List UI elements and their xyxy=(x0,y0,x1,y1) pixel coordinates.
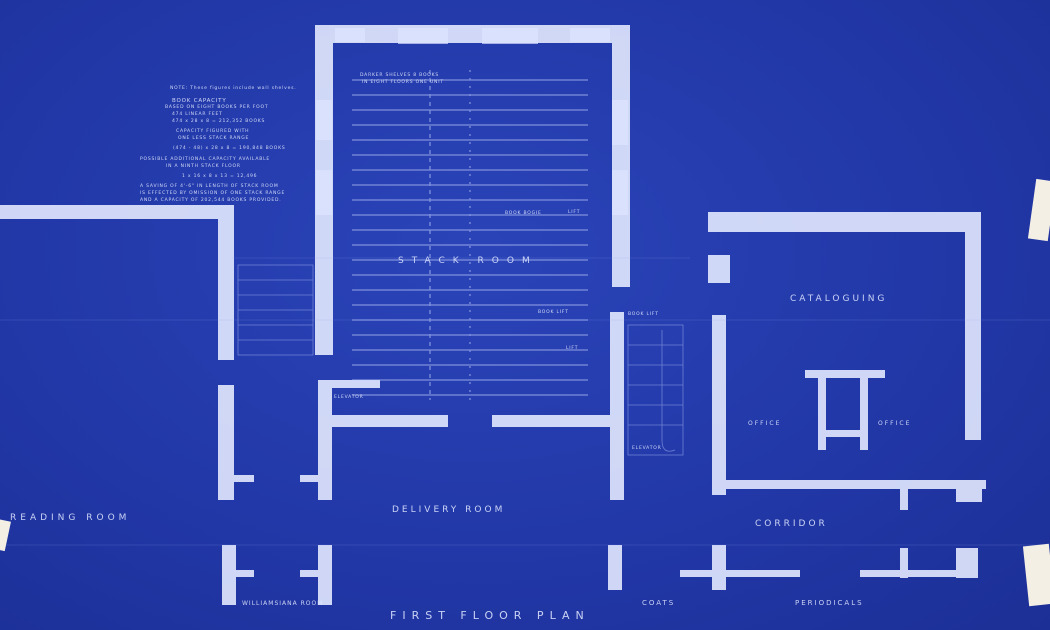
wall-coats-right xyxy=(712,545,726,590)
wall-corridor-stub xyxy=(900,480,908,510)
saving-1: A SAVING OF 4'-6" IN LENGTH OF STACK ROO… xyxy=(140,184,279,189)
wall-periodicals-right xyxy=(956,548,978,578)
wall-stub-b xyxy=(300,475,322,482)
wall-williamsiana-right xyxy=(318,545,332,605)
possible-1: POSSIBLE ADDITIONAL CAPACITY AVAILABLE xyxy=(140,157,271,162)
elevator-label-2: ELEVATOR xyxy=(632,446,662,451)
wall-coats-left xyxy=(608,545,622,590)
wall-stair-left xyxy=(610,312,624,500)
saving-2: IS EFFECTED BY OMISSION OF ONE STACK RAN… xyxy=(140,191,286,196)
wall-elevator-box xyxy=(318,380,380,388)
lift-label: LIFT xyxy=(568,210,581,215)
capacity-heading: BOOK CAPACITY xyxy=(172,98,227,104)
stack-shelves xyxy=(352,70,588,400)
wall-office-top xyxy=(805,370,885,378)
capacity-less: ONE LESS STACK RANGE xyxy=(178,136,250,141)
wall-cataloguing-top xyxy=(708,212,980,232)
calc-3: 1 x 16 x 8 x 13 = 12,496 xyxy=(182,174,258,179)
wall-delivery-top-left xyxy=(318,415,448,427)
room-coats: COATS xyxy=(642,599,676,607)
wall-corridor-end xyxy=(956,480,982,502)
stack-top-note-2: IN EIGHT FLOORS ONE UNIT xyxy=(362,80,444,85)
room-corridor: CORRIDOR xyxy=(755,519,828,529)
room-williamsiana: WILLIAMSIANA ROOM xyxy=(242,600,324,607)
room-cataloguing: CATALOGUING xyxy=(790,294,888,304)
wall-cataloguing-right xyxy=(965,212,981,440)
elevator-label: ELEVATOR xyxy=(334,395,364,400)
book-lift-label-2: BOOK LIFT xyxy=(628,312,659,317)
stairs xyxy=(237,264,684,456)
room-office-right: OFFICE xyxy=(878,420,912,427)
wall-cataloguing-left xyxy=(712,315,726,495)
possible-2: IN A NINTH STACK FLOOR xyxy=(166,164,241,169)
wall-delivery-inner-left xyxy=(318,380,332,500)
capacity-sub: BASED ON EIGHT BOOKS PER FOOT xyxy=(165,105,269,110)
wall-stack-right xyxy=(612,25,630,287)
wall-periodicals-stub xyxy=(900,548,908,578)
saving-3: AND A CAPACITY OF 202,544 BOOKS PROVIDED… xyxy=(140,198,282,203)
room-periodicals: PERIODICALS xyxy=(795,599,864,607)
wall-stub-c xyxy=(232,570,254,577)
wall-periodicals-bottom xyxy=(860,570,970,577)
wall-stub-a xyxy=(232,475,254,482)
guide-lines xyxy=(0,257,1050,546)
book-bogie-label: BOOK BOGIE xyxy=(505,211,542,216)
capacity-with: CAPACITY FIGURED WITH xyxy=(176,129,250,134)
walls xyxy=(0,25,986,605)
note-title: NOTE: These figures include wall shelves… xyxy=(170,86,297,91)
wall-reading-room-right xyxy=(218,205,234,360)
wall-delivery-top-right xyxy=(492,415,617,427)
book-lift-label: BOOK LIFT xyxy=(538,310,569,315)
room-stack-room: STACK ROOM xyxy=(398,256,538,266)
stack-top-note: DARKER SHELVES 8 BOOKS xyxy=(360,73,440,78)
wall-stack-top xyxy=(315,25,630,43)
window-bays xyxy=(316,28,628,215)
wall-corridor-top xyxy=(726,480,986,489)
room-office-left: OFFICE xyxy=(748,420,782,427)
wall-reading-room-top xyxy=(0,205,225,219)
calc-1: 474 x 28 x 8 = 212,352 BOOKS xyxy=(172,119,266,124)
linear-feet: 474 LINEAR FEET xyxy=(172,112,223,117)
room-reading-room: READING ROOM xyxy=(10,513,131,523)
room-delivery-room: DELIVERY ROOM xyxy=(392,505,506,515)
wall-delivery-left xyxy=(218,385,234,500)
lift-label-2: LIFT xyxy=(566,346,579,351)
wall-office-closet xyxy=(826,430,860,437)
wall-office-div-a xyxy=(818,370,826,450)
calc-2: (474 - 48) x 28 x 8 = 190,848 BOOKS xyxy=(173,146,286,151)
wall-pier xyxy=(708,255,730,283)
wall-stub-d xyxy=(300,570,322,577)
wall-office-div-b xyxy=(860,378,868,450)
wall-coats-bottom xyxy=(680,570,800,577)
wall-reading-lower xyxy=(222,545,236,605)
plan-title: FIRST FLOOR PLAN xyxy=(390,609,590,622)
